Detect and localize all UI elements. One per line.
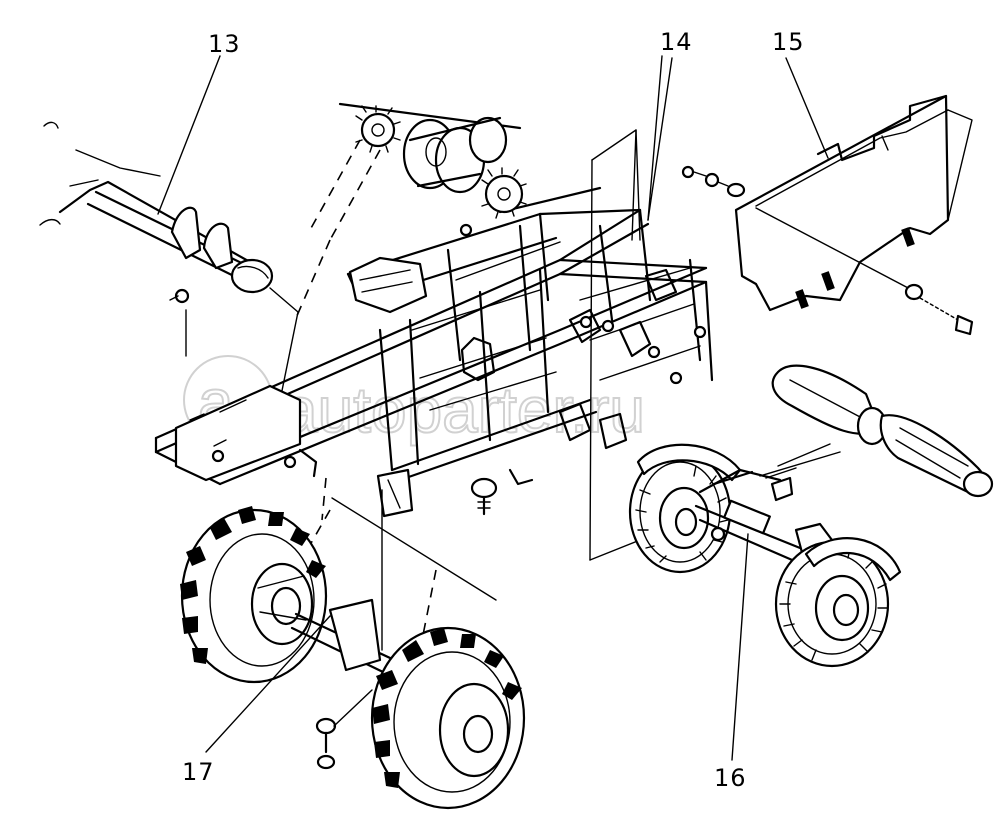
muffler-assembly	[765, 364, 994, 498]
main-chassis-frame	[154, 208, 714, 518]
rear-right-wheel	[370, 626, 526, 810]
callout-leaders	[157, 55, 829, 221]
part-16-front-axle-and-wheels	[628, 443, 902, 761]
part-13-rear-shaft-assembly	[39, 121, 299, 431]
leader-14	[647, 57, 673, 221]
front-left-wheel	[628, 443, 742, 574]
callout-15: 15	[772, 28, 805, 56]
callout-14: 14	[660, 28, 693, 56]
leader-13	[157, 55, 221, 215]
leader-15	[785, 57, 829, 159]
callout-16: 16	[714, 764, 747, 792]
callout-17: 17	[182, 758, 215, 786]
rear-left-wheel	[180, 506, 328, 684]
part-15-hood-panel	[681, 94, 974, 336]
part-14-front-frame-section	[589, 55, 663, 561]
callout-13: 13	[208, 30, 241, 58]
part-17-rear-axle-and-wheels	[180, 477, 526, 810]
drive-sprockets-and-differential	[295, 102, 602, 319]
front-right-wheel	[774, 537, 902, 668]
